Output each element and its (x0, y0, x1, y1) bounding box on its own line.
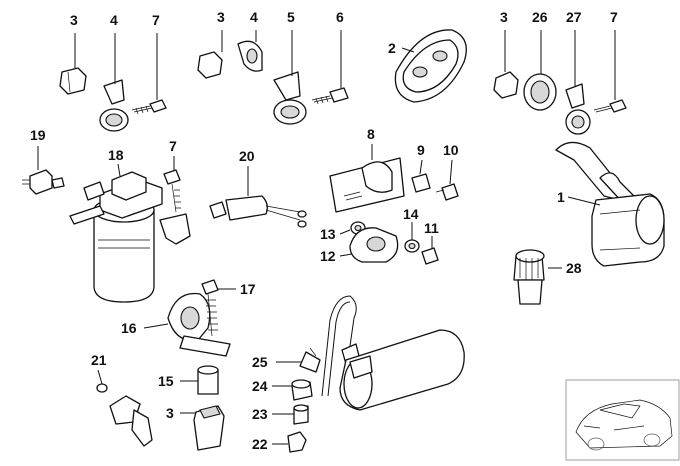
callout-numbers: 3 4 7 3 4 5 6 2 3 26 27 7 19 18 7 20 8 9… (30, 9, 618, 452)
callout-label: 3 (500, 9, 508, 25)
part-group-right-plug-grommet-clamp (493, 30, 627, 135)
part-group-plug-clamp-bolt-left (59, 33, 167, 132)
callout-label: 10 (443, 142, 459, 158)
callout-label: 26 (532, 9, 548, 25)
callout-label: 5 (287, 9, 295, 25)
part-bolt-clip-drier (159, 156, 191, 245)
callout-label: 24 (252, 378, 268, 394)
callout-label: 4 (110, 12, 118, 28)
callout-label: 7 (610, 9, 618, 25)
part-receiver-drier (69, 163, 163, 303)
callout-label: 8 (367, 126, 375, 142)
callout-label: 15 (158, 373, 174, 389)
callout-label: 28 (566, 260, 582, 276)
callout-label: 6 (336, 9, 344, 25)
callout-label: 18 (108, 147, 124, 163)
callout-label: 3 (166, 405, 174, 421)
part-compressor-assembly (555, 141, 665, 267)
callout-label: 4 (250, 9, 258, 25)
callout-label: 20 (239, 148, 255, 164)
callout-label: 25 (252, 354, 268, 370)
callout-label: 17 (240, 281, 256, 297)
callout-label: 2 (388, 40, 396, 56)
callout-label: 3 (70, 12, 78, 28)
part-clamp-bolt-lower (143, 279, 236, 357)
callout-label: 1 (557, 189, 565, 205)
car-thumbnail (565, 379, 680, 461)
callout-label: 23 (252, 406, 268, 422)
callout-label: 3 (217, 9, 225, 25)
part-pressure-sensor-line (209, 166, 307, 228)
callout-label: 7 (169, 138, 177, 154)
part-mounting-bracket (329, 144, 459, 213)
callout-label: 22 (252, 436, 268, 452)
callout-label: 27 (566, 9, 582, 25)
part-service-valve (513, 249, 562, 305)
part-group-plug-clamps-bolt-middle (197, 30, 349, 125)
part-pipe-fitting (96, 369, 153, 447)
callout-label: 13 (320, 226, 336, 242)
callout-label: 19 (30, 127, 46, 143)
callout-label: 7 (152, 12, 160, 28)
callout-label: 16 (121, 320, 137, 336)
part-grommet (394, 29, 467, 103)
part-clamp-washers-nut (339, 221, 439, 265)
part-pressure-switch (22, 146, 65, 195)
callout-label: 9 (417, 142, 425, 158)
part-bushing-nut-lower (180, 365, 225, 451)
callout-label: 21 (91, 352, 107, 368)
callout-label: 11 (424, 220, 439, 236)
callout-label: 12 (320, 248, 336, 264)
callout-label: 14 (403, 206, 419, 222)
part-ac-line-and-fittings (272, 295, 465, 453)
